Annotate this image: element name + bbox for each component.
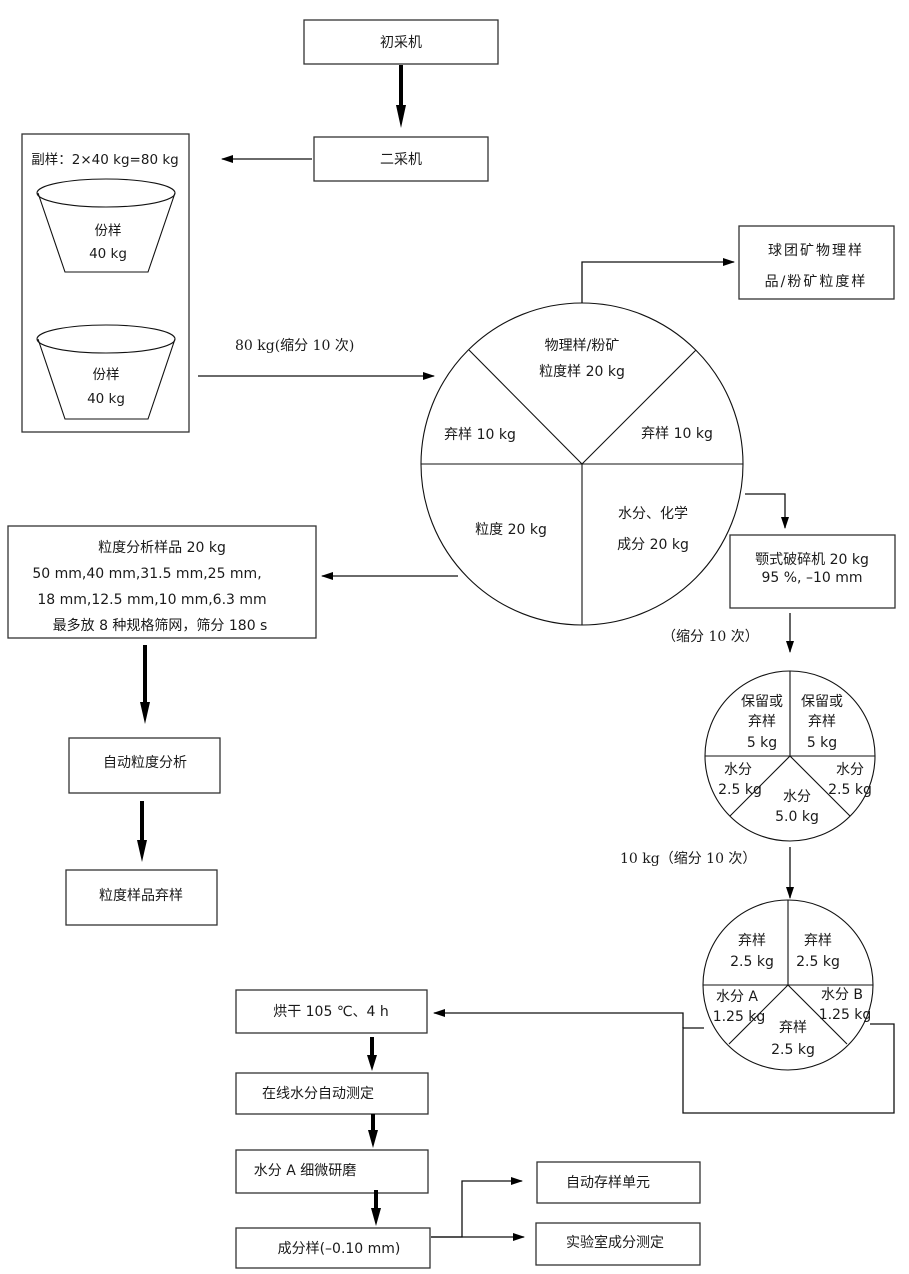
arrow-drying-to-moisture xyxy=(367,1037,377,1071)
divider-3-segment-1-line2: 2.5 kg xyxy=(730,954,774,970)
bucket-icon xyxy=(36,324,176,420)
online-moisture-label: 在线水分自动测定 xyxy=(262,1086,374,1102)
duplicate-sample-node: 副样：2×40 kg=80 kg 份样 40 kg 份样 40 kg xyxy=(21,133,190,433)
divider-1-segment-right: 弃样 10 kg xyxy=(641,426,713,442)
jaw-crusher-line2: 95 %, –10 mm xyxy=(761,570,862,586)
divider-2-segment-1-line3: 5 kg xyxy=(747,735,777,751)
divider-1-segment-chem-line1: 水分、化学 xyxy=(618,506,688,522)
size-analysis-line3: 18 mm,12.5 mm,10 mm,6.3 mm xyxy=(37,592,266,608)
online-moisture-node: 在线水分自动测定 xyxy=(235,1072,429,1115)
divider-3-segment-3-line1: 水分 A xyxy=(716,989,758,1005)
secondary-sampler-label: 二采机 xyxy=(380,152,422,168)
divider-2-segment-3-line1: 水分 xyxy=(724,762,752,778)
divider-2-segment-1-line2: 弃样 xyxy=(748,714,776,730)
divider-3-segment-3-line2: 1.25 kg xyxy=(713,1009,766,1025)
size-analysis-line4: 最多放 8 种规格筛网，筛分 180 s xyxy=(53,617,268,634)
divider-1-segment-size: 粒度 20 kg xyxy=(475,522,547,538)
divider-2-segment-2-line2: 弃样 xyxy=(808,714,836,730)
size-sample-discard-node: 粒度样品弃样 xyxy=(65,869,218,926)
second-division-label: （缩分 10 次） xyxy=(662,629,759,645)
divider-3: 弃样 2.5 kg 弃样 2.5 kg 水分 A 1.25 kg 水分 B 1.… xyxy=(702,899,874,1071)
secondary-sampler-node: 二采机 xyxy=(313,136,489,182)
divider-3-segment-2-line1: 弃样 xyxy=(804,933,832,949)
arrow-grinding-to-component xyxy=(371,1190,381,1226)
component-sample-node: 成分样(–0.10 mm) xyxy=(235,1227,431,1269)
fine-grinding-node: 水分 A 细微研磨 xyxy=(235,1149,429,1194)
divider-1-segment-left: 弃样 10 kg xyxy=(444,427,516,443)
divider-2-segment-1-line1: 保留或 xyxy=(741,694,783,710)
fine-grinding-label: 水分 A 细微研磨 xyxy=(254,1163,356,1179)
auto-storage-label: 自动存样单元 xyxy=(566,1175,650,1191)
divider-2-segment-3-line2: 2.5 kg xyxy=(718,782,762,798)
primary-sampler-label: 初采机 xyxy=(380,34,422,51)
divider-2-segment-5-line1: 水分 xyxy=(783,789,811,805)
divider-2-segment-2-line1: 保留或 xyxy=(801,694,843,710)
first-division-label: 80 kg(缩分 10 次) xyxy=(235,338,354,354)
divider-2-segment-4-line1: 水分 xyxy=(836,762,864,778)
pellet-physical-sample-line1: 球团矿物理样 xyxy=(768,243,864,259)
bucket-1-mass: 40 kg xyxy=(89,246,127,262)
divider-2: 保留或 弃样 5 kg 保留或 弃样 5 kg 水分 2.5 kg 水分 2.5… xyxy=(704,670,876,842)
bucket-icon xyxy=(36,178,176,273)
arrow-component-to-storage xyxy=(431,1177,523,1238)
lab-analysis-label: 实验室成分测定 xyxy=(566,1234,664,1251)
pellet-physical-sample-node: 球团矿物理样 品/粉矿粒度样 xyxy=(738,225,895,300)
auto-storage-node: 自动存样单元 xyxy=(536,1161,701,1204)
arrow-auto-analysis-to-discard xyxy=(137,801,147,862)
arrow-divider-to-crusher xyxy=(745,493,789,529)
jaw-crusher-line1: 颚式破碎机 20 kg xyxy=(755,552,869,568)
auto-size-analysis-node: 自动粒度分析 xyxy=(68,737,221,794)
third-division-label: 10 kg（缩分 10 次） xyxy=(620,851,756,867)
jaw-crusher-node: 颚式破碎机 20 kg 95 %, –10 mm xyxy=(729,534,896,609)
moisture-loop-line xyxy=(682,1023,895,1114)
primary-sampler-node: 初采机 xyxy=(303,19,499,65)
divider-3-segment-1-line1: 弃样 xyxy=(738,933,766,949)
size-analysis-sample-node: 粒度分析样品 20 kg 50 mm,40 mm,31.5 mm,25 mm, … xyxy=(7,525,317,639)
arrow-divider-3-to-drying xyxy=(433,1009,684,1028)
bucket-2-mass: 40 kg xyxy=(87,391,125,407)
arrow-divider-to-physical-sample xyxy=(581,258,735,303)
lab-analysis-node: 实验室成分测定 xyxy=(535,1222,701,1266)
divider-1-segment-top-line2: 粒度样 20 kg xyxy=(539,364,625,380)
arrow-size-sample-to-auto-analysis xyxy=(140,645,150,724)
component-sample-label: 成分样(–0.10 mm) xyxy=(278,1241,401,1257)
divider-1-segment-top-line1: 物理样/粉矿 xyxy=(545,338,620,354)
divider-1: 物理样/粉矿 粒度样 20 kg 弃样 10 kg 弃样 10 kg 粒度 20… xyxy=(420,302,744,626)
divider-3-segment-2-line2: 2.5 kg xyxy=(796,954,840,970)
drying-node: 烘干 105 ℃、4 h xyxy=(235,989,428,1034)
divider-1-segment-chem-line2: 成分 20 kg xyxy=(617,537,689,553)
auto-size-analysis-label: 自动粒度分析 xyxy=(103,755,187,771)
size-analysis-line2: 50 mm,40 mm,31.5 mm,25 mm, xyxy=(32,566,261,582)
pellet-physical-sample-line2: 品/粉矿粒度样 xyxy=(765,274,868,290)
arrow-moisture-to-grinding xyxy=(368,1114,378,1148)
divider-2-segment-4-line2: 2.5 kg xyxy=(828,782,872,798)
divider-3-segment-4-line1: 水分 B xyxy=(821,987,863,1003)
divider-3-segment-5-line1: 弃样 xyxy=(779,1020,807,1036)
size-sample-discard-label: 粒度样品弃样 xyxy=(99,888,183,904)
bucket-1-name: 份样 xyxy=(95,223,122,239)
size-analysis-line1: 粒度分析样品 20 kg xyxy=(98,540,226,556)
duplicate-sample-title: 副样：2×40 kg=80 kg xyxy=(31,152,178,168)
bucket-2-name: 份样 xyxy=(93,367,120,383)
divider-3-segment-5-line2: 2.5 kg xyxy=(771,1042,815,1058)
drying-label: 烘干 105 ℃、4 h xyxy=(273,1004,389,1020)
divider-2-segment-2-line3: 5 kg xyxy=(807,735,837,751)
divider-3-segment-4-line2: 1.25 kg xyxy=(819,1007,872,1023)
divider-2-segment-5-line2: 5.0 kg xyxy=(775,809,819,825)
arrow-primary-to-secondary xyxy=(396,65,406,128)
